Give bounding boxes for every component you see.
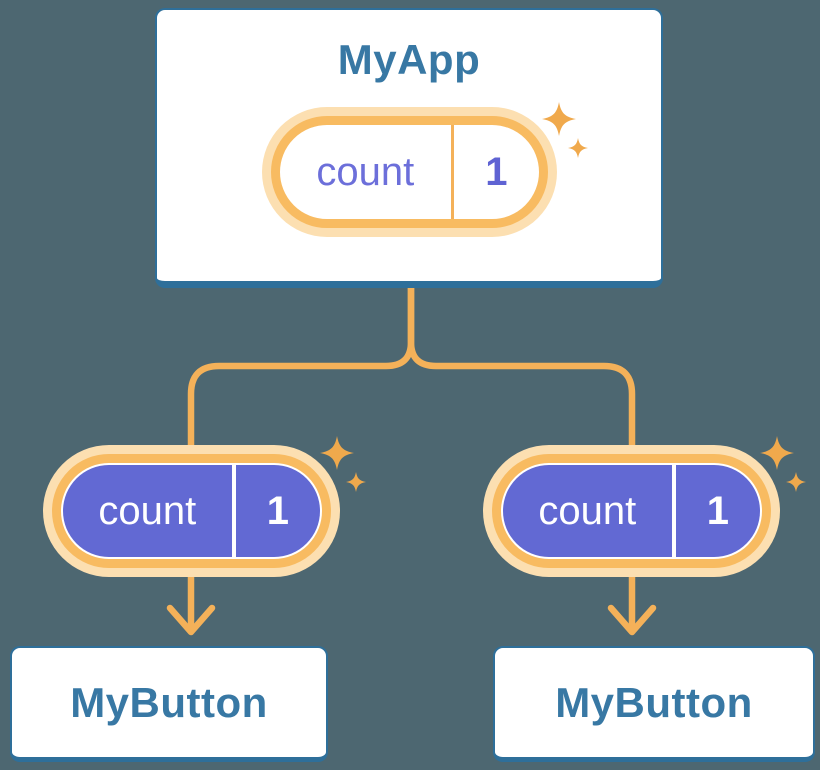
sparkle-star-small [346,472,366,492]
state-pill-ring: count 1 [492,454,771,568]
state-label: count [98,488,197,533]
state-pill-divider [671,465,676,557]
state-value-cell: 1 [454,125,539,219]
state-pill-body: count 1 [503,465,760,557]
state-value: 1 [266,488,289,533]
state-label-cell: count [503,465,672,557]
sparkle-star-big [320,436,354,470]
state-pill-myapp: count 1 [262,107,557,237]
sparkle-icon [542,102,588,158]
component-title-mybutton-right: MyButton [555,678,753,726]
sparkle-star-big [760,436,794,470]
state-pill-divider [450,125,454,219]
sparkle-icon [320,436,366,492]
state-pill-mybutton-left: count 1 [43,445,340,577]
component-title-mybutton-left: MyButton [70,678,268,726]
state-value: 1 [706,488,729,533]
state-pill-body: count 1 [280,125,539,219]
component-title-myapp: MyApp [337,36,481,83]
state-pill-divider [231,465,236,557]
sparkle-star-big [542,102,576,136]
sparkle-star-small [568,138,588,158]
state-value-cell: 1 [236,465,320,557]
state-label-cell: count [280,125,451,219]
arrow-left-head [166,604,216,636]
sparkle-icon [760,436,806,492]
state-value: 1 [485,149,508,194]
component-card-mybutton-left: MyButton [10,646,328,762]
state-pill-ring: count 1 [52,454,331,568]
state-value-cell: 1 [676,465,760,557]
state-pill-ring: count 1 [271,116,548,228]
state-label: count [316,149,415,194]
state-pill-body: count 1 [63,465,320,557]
state-pill-mybutton-right: count 1 [483,445,780,577]
state-label-cell: count [63,465,232,557]
sparkle-star-small [786,472,806,492]
arrow-right-head [607,604,657,636]
state-label: count [538,488,637,533]
connector-fork-left [187,283,415,456]
component-card-mybutton-right: MyButton [493,646,815,762]
connector-fork-right [407,283,636,456]
